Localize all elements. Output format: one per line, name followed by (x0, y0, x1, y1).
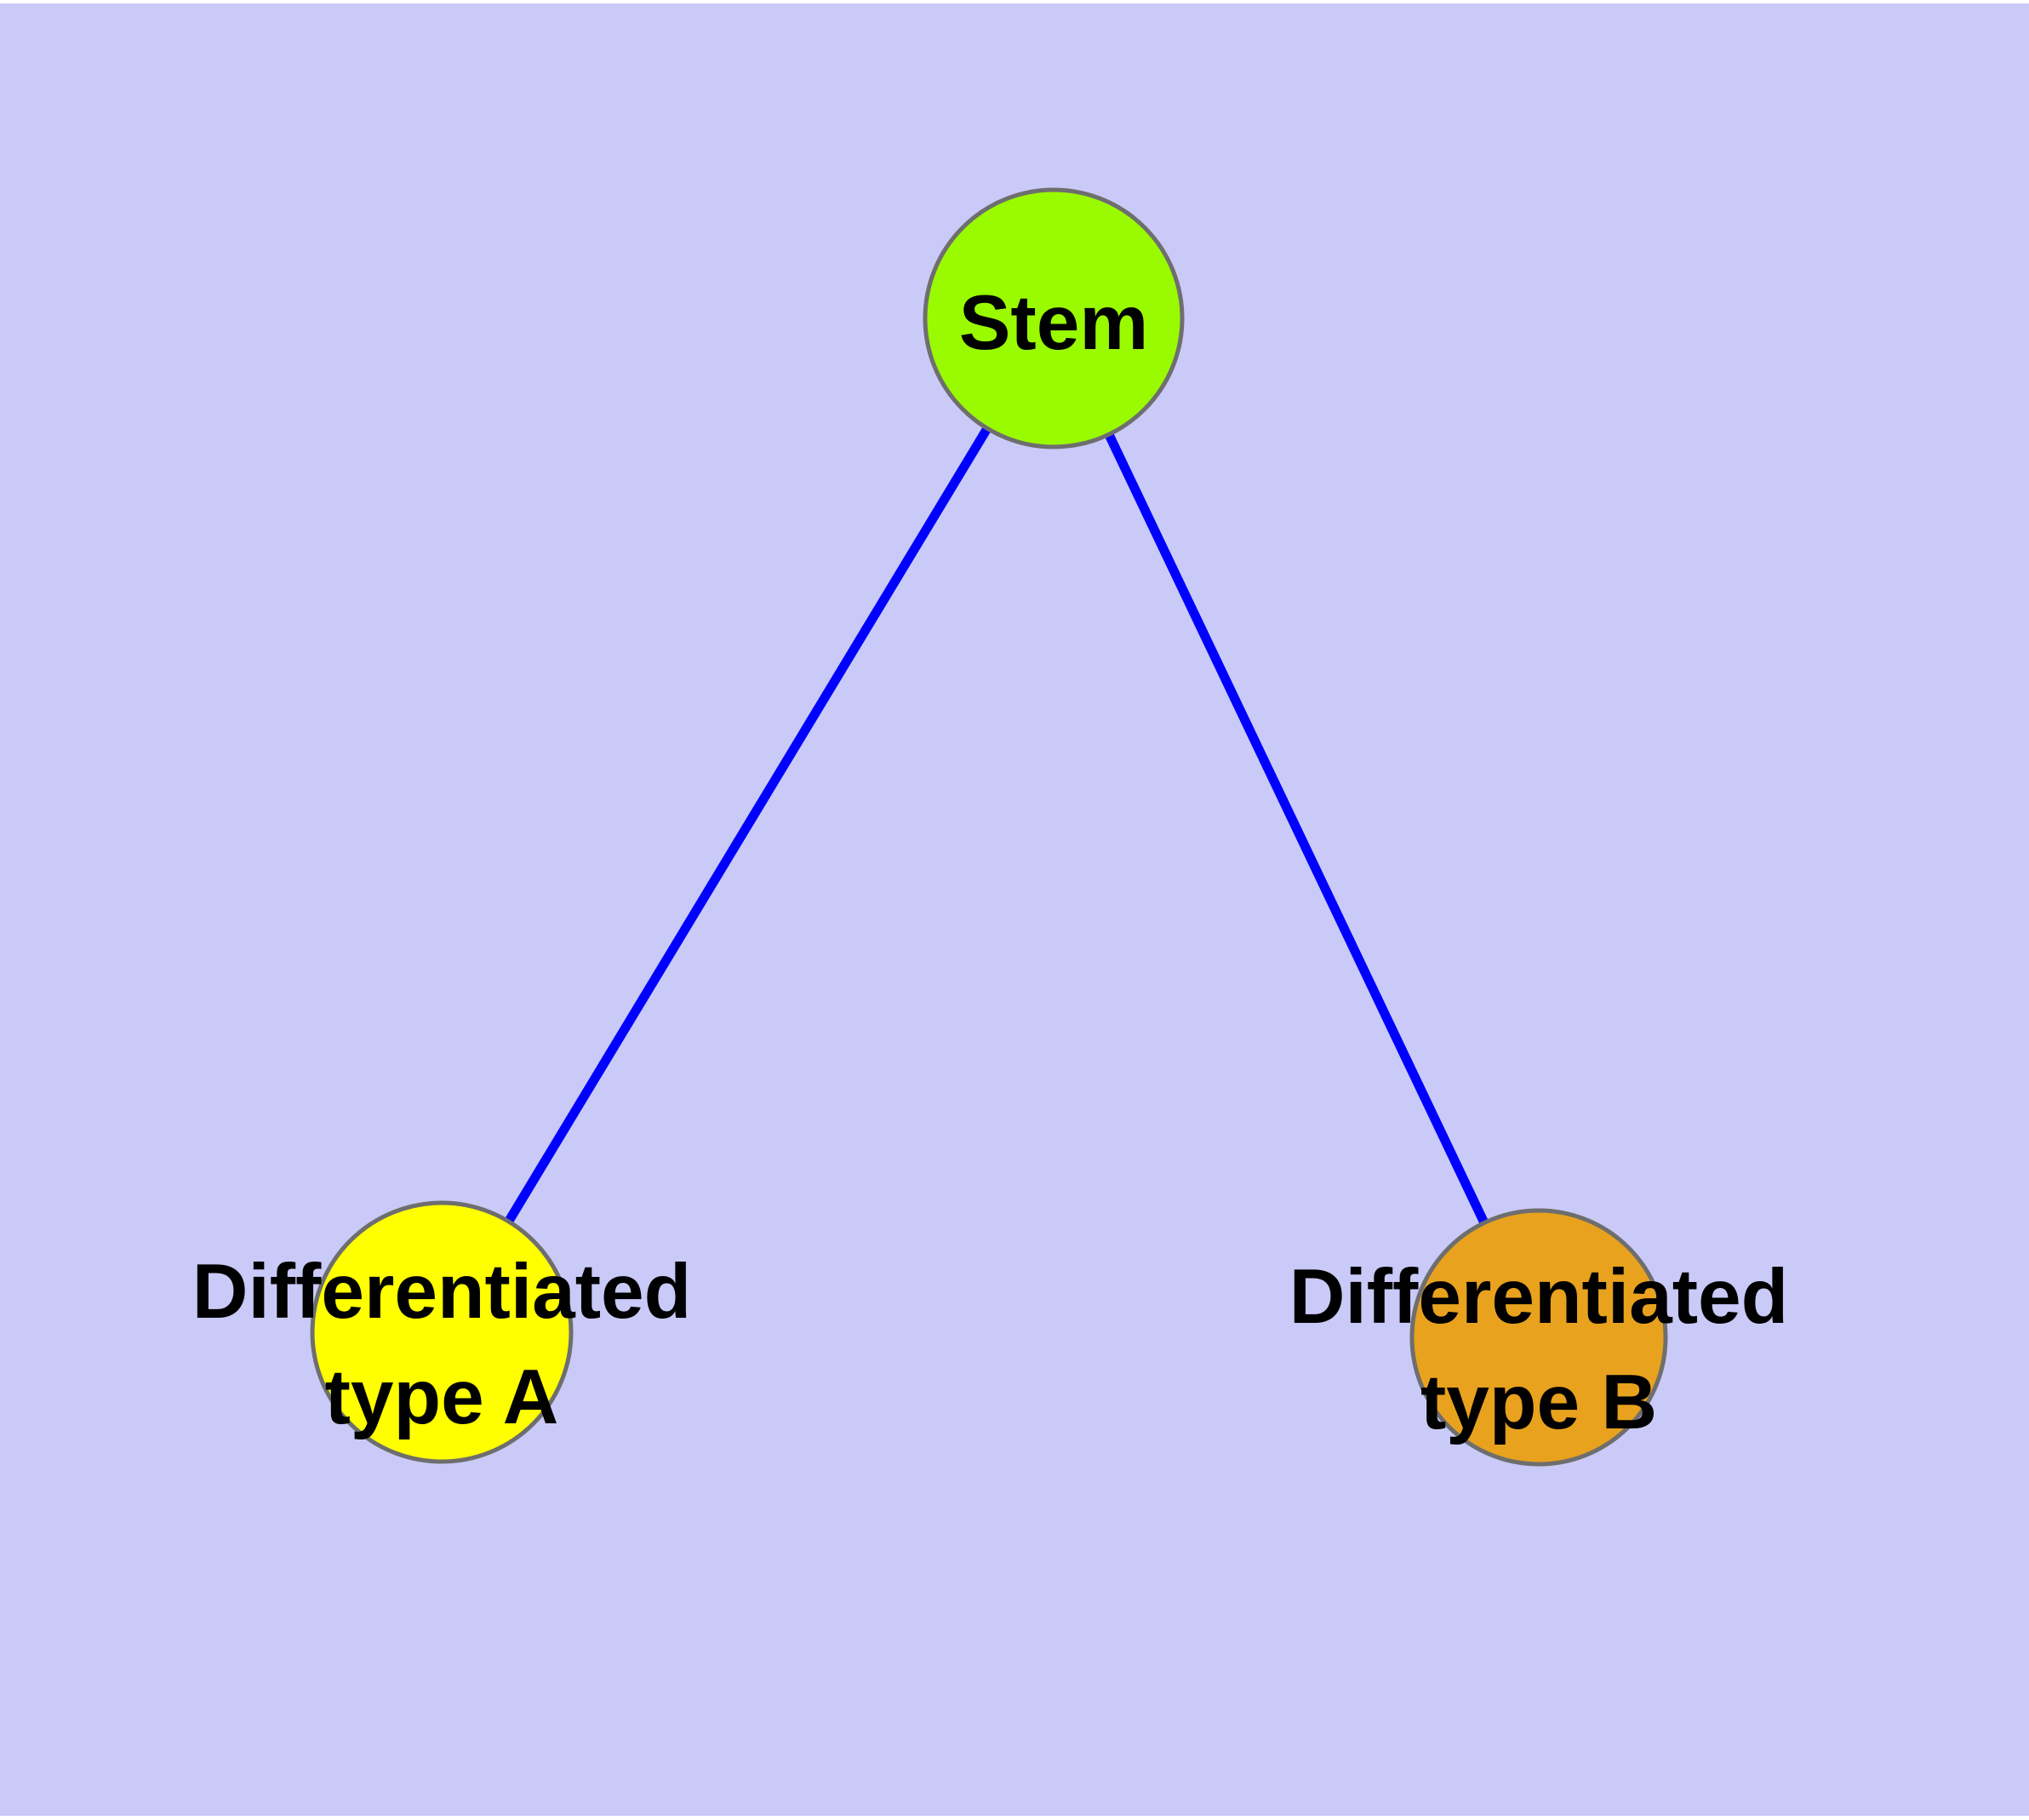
node-type-a-circle (310, 1200, 574, 1464)
node-stem-label: Stem (959, 280, 1149, 366)
node-type-b-circle (1409, 1208, 1668, 1467)
edge-stem-to-type-b (1049, 316, 1543, 1340)
node-type-b-label-line2: type B (1420, 1359, 1657, 1445)
node-type-a-label-line2: type A (325, 1354, 559, 1440)
node-type-a-label-line1: Differentiated (192, 1249, 692, 1335)
node-type-b-label-line1: Differentiated (1289, 1254, 1789, 1340)
node-stem-circle (923, 187, 1185, 449)
edge-stem-to-type-a (437, 316, 1058, 1335)
